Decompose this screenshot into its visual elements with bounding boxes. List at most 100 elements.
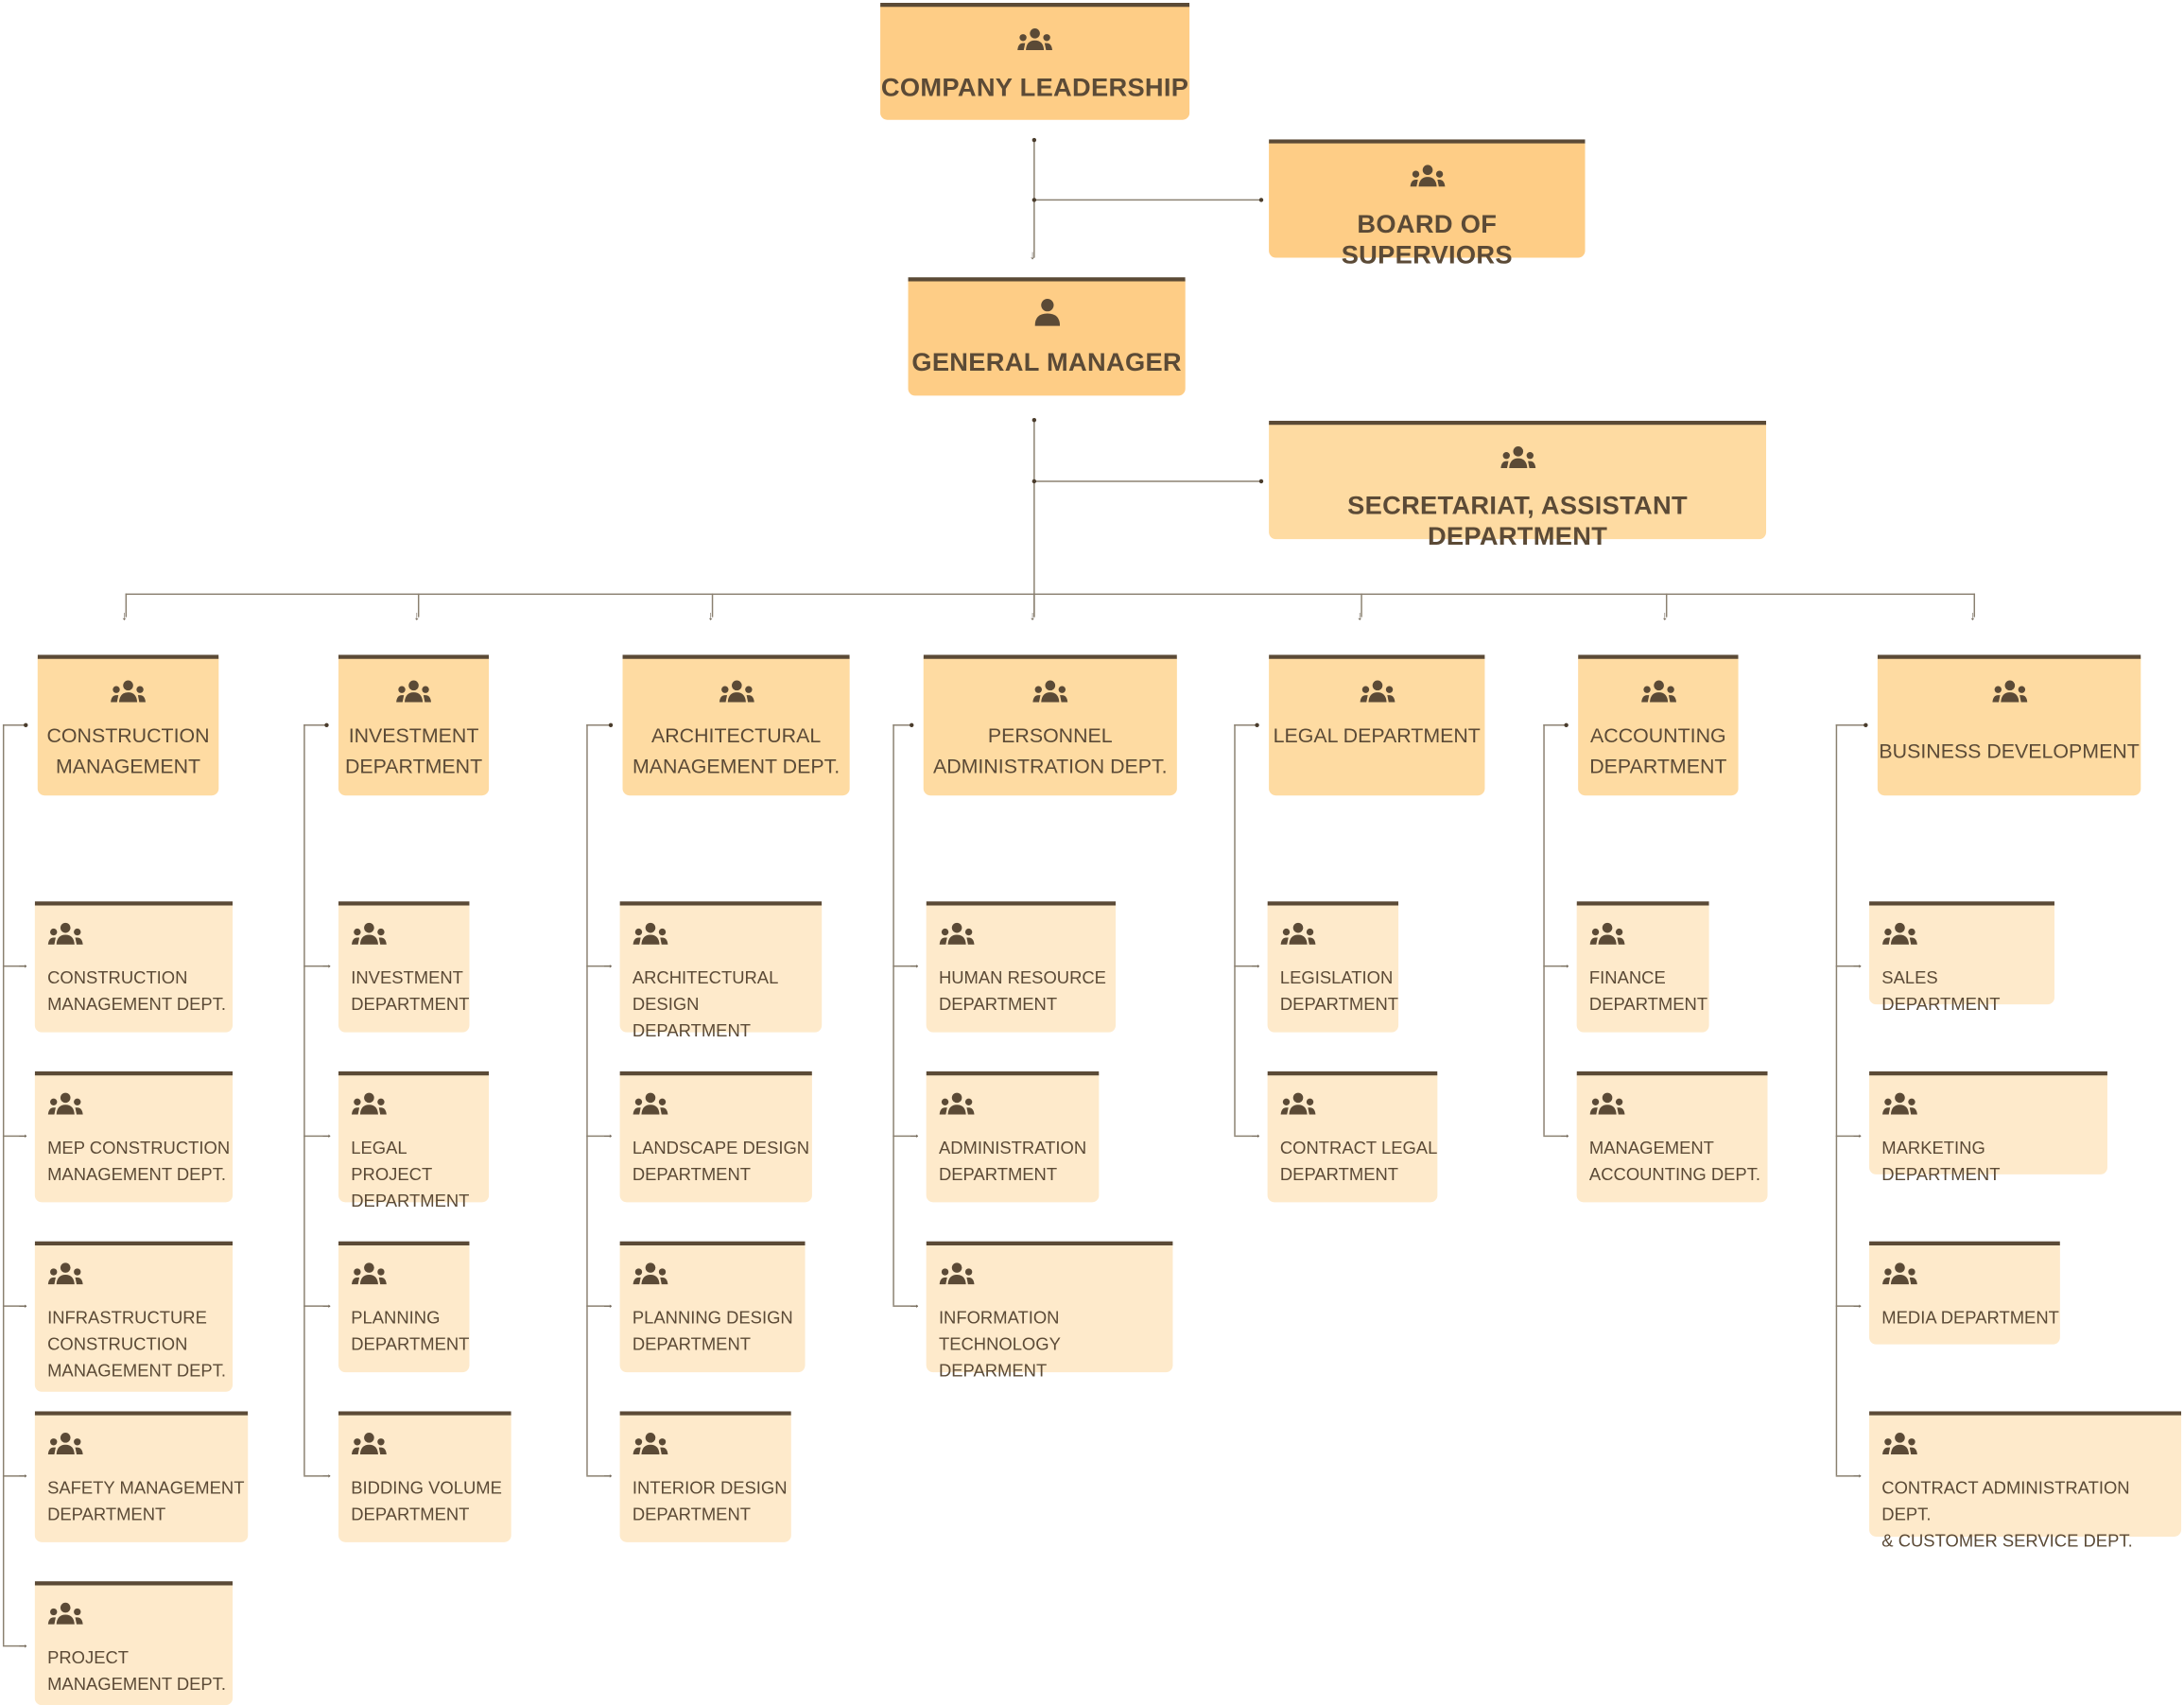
connector-line	[303, 1305, 331, 1307]
group-icon	[1409, 165, 1445, 194]
connector-line	[2, 1135, 26, 1138]
arrow-right-icon: →	[1850, 957, 1864, 971]
arrow-right-icon: →	[16, 1296, 29, 1312]
group-icon	[351, 1432, 387, 1461]
label-line: LEGISLATION	[1279, 967, 1394, 988]
connector-line	[303, 724, 305, 1476]
label-line: MEDIA DEPARTMENT	[1881, 1308, 2059, 1328]
label-line: ARCHITECTURAL	[650, 725, 822, 749]
label-line: DEPARTMENT	[938, 994, 1058, 1015]
connector-line	[1033, 480, 1261, 482]
group-icon	[1881, 922, 1917, 951]
group-icon	[110, 680, 146, 709]
box-label: BOARD OF SUPERVIORS	[1269, 209, 1585, 270]
label-line: TECHNOLOGY DEPARMENT	[938, 1334, 1061, 1381]
group-icon	[1881, 1262, 1917, 1292]
connector-line	[1665, 593, 1668, 618]
connector-line	[303, 1475, 331, 1477]
arrow-down-icon: ↓	[1029, 608, 1036, 623]
arrow-right-icon: →	[601, 957, 615, 971]
arrow-right-icon: →	[1558, 1126, 1571, 1141]
arrow-right-icon: →	[601, 1296, 615, 1312]
group-icon	[47, 1602, 83, 1631]
sub-department-box[interactable]: MEDIA DEPARTMENT	[1869, 1241, 2060, 1345]
sub-department-box[interactable]: MARKETING DEPARTMENT	[1869, 1070, 2107, 1184]
group-icon	[1881, 1432, 1917, 1461]
label-line: CONSTRUCTION	[46, 725, 210, 749]
label-line: INVESTMENT	[348, 725, 479, 749]
label-line: SAFETY MANAGEMENT	[47, 1478, 245, 1498]
label-line: CONTRACT LEGAL	[1279, 1138, 1438, 1158]
group-icon	[1280, 922, 1316, 951]
label-line: PERSONNEL	[987, 725, 1113, 749]
group-icon	[1589, 922, 1625, 951]
group-icon	[633, 1432, 668, 1461]
sub-department-box[interactable]: SALES DEPARTMENT	[1869, 901, 2054, 1014]
label-line: INVESTMENT	[351, 967, 463, 988]
arrow-right-icon: →	[320, 957, 334, 971]
label-line: LANDSCAPE DESIGN	[632, 1138, 810, 1158]
connector-line	[1543, 1135, 1569, 1138]
label-line: PROJECT	[47, 1647, 130, 1668]
secretariat-box[interactable]: SECRETARIAT, ASSISTANT DEPARTMENT	[1269, 420, 1767, 550]
department-box[interactable]: CONSTRUCTION MANAGEMENT	[37, 654, 219, 796]
label-line: INTERIOR DESIGN	[632, 1478, 788, 1498]
department-box[interactable]: LEGAL DEPARTMENT	[1269, 654, 1485, 796]
label-line: & CUSTOMER SERVICE DEPT.	[1881, 1531, 2133, 1551]
group-icon	[939, 1092, 975, 1122]
label-line: MANAGEMENT	[55, 756, 201, 779]
general-manager-box[interactable]: GENERAL MANAGER	[908, 277, 1186, 396]
connector-line	[586, 1475, 612, 1477]
arrow-right-icon: →	[1850, 1296, 1864, 1312]
connector-line	[2, 724, 26, 726]
connector-dot	[909, 722, 913, 727]
connector-line	[1033, 593, 1035, 618]
label-line: LEGAL DEPARTMENT	[1273, 725, 1481, 749]
group-icon	[1359, 680, 1395, 709]
connector-line	[1835, 1305, 1862, 1307]
arrow-right-icon: →	[16, 1637, 29, 1651]
label-line: ARCHITECTURAL	[632, 967, 779, 988]
connector-dot	[1258, 197, 1263, 201]
arrow-right-icon: →	[601, 1467, 615, 1482]
connector-line	[893, 724, 911, 726]
connector-dot	[1258, 478, 1263, 483]
company-leadership-box[interactable]: COMPANY LEADERSHIP	[880, 2, 1190, 120]
board-of-supervisors-box[interactable]: BOARD OF SUPERVIORS	[1269, 139, 1586, 269]
arrow-right-icon: →	[320, 1467, 334, 1482]
department-box[interactable]: BUSINESS DEVELOPMENT	[1877, 654, 2141, 796]
sub-department-box[interactable]: CONTRACT ADMINISTRATION DEPT.& CUSTOMER …	[1869, 1411, 2182, 1551]
group-icon	[1640, 680, 1676, 709]
